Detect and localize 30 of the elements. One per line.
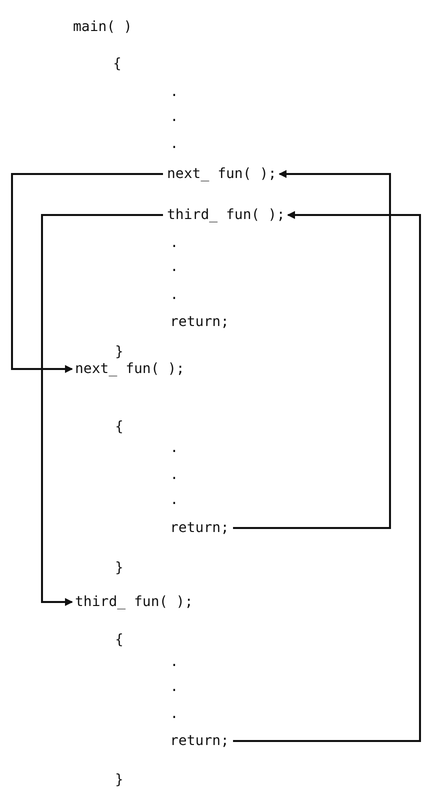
- ellipsis-dot: .: [170, 259, 178, 275]
- ellipsis-dot: .: [170, 84, 178, 100]
- arrow: [233, 170, 391, 529]
- brace: {: [115, 419, 124, 435]
- function-call: third_ fun( );: [167, 207, 286, 223]
- function-header: main( ): [73, 19, 132, 35]
- ellipsis-dot: .: [170, 679, 178, 695]
- arrow: [233, 211, 421, 742]
- ellipsis-dot: .: [170, 492, 178, 508]
- ellipsis-dot: .: [170, 235, 178, 251]
- brace: }: [115, 344, 124, 360]
- brace: {: [115, 632, 124, 648]
- brace: {: [113, 56, 122, 72]
- return-statement: return;: [170, 520, 230, 536]
- ellipsis-dot: .: [170, 654, 178, 670]
- ellipsis-dot: .: [170, 440, 178, 456]
- ellipsis-dot: .: [170, 706, 178, 722]
- function-header: third_ fun( );: [75, 594, 194, 610]
- function-header: next_ fun( );: [75, 361, 185, 377]
- ellipsis-dot: .: [170, 467, 178, 483]
- ellipsis-dot: .: [170, 109, 178, 125]
- ellipsis-dot: .: [170, 136, 178, 152]
- brace: }: [115, 560, 124, 576]
- return-statement: return;: [170, 733, 230, 749]
- return-statement: return;: [170, 314, 230, 330]
- arrow: [41, 214, 163, 606]
- function-call: next_ fun( );: [167, 166, 277, 182]
- ellipsis-dot: .: [170, 287, 178, 303]
- arrow: [11, 173, 163, 373]
- brace: }: [115, 772, 124, 788]
